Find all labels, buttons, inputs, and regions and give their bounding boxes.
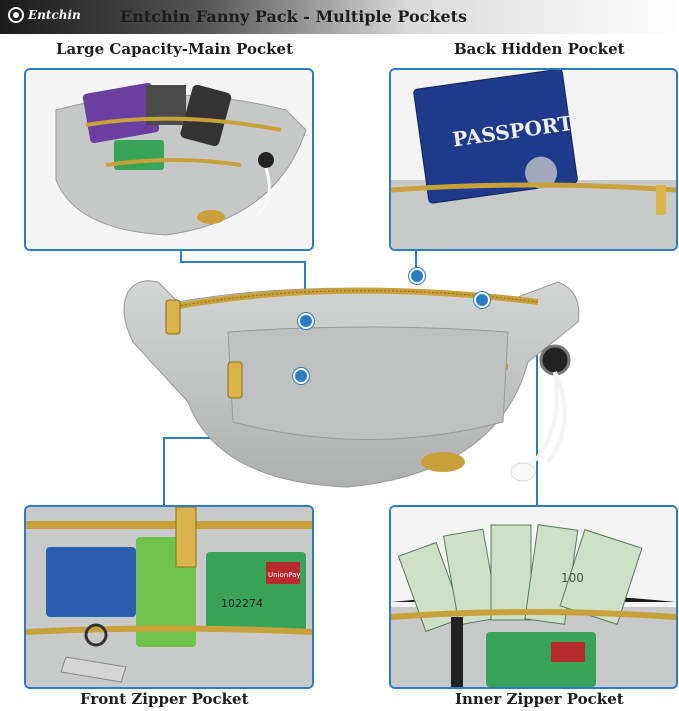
callout-dot [409,268,425,284]
label-inner-pocket: Inner Zipper Pocket [455,690,624,708]
label-front-pocket: Front Zipper Pocket [80,690,249,708]
unionpay-text: UnionPay [268,571,301,579]
connector-line [536,297,538,505]
fanny-pack-image [118,272,588,492]
connector-line [180,261,306,263]
connector-line [415,250,417,275]
logo-mark-icon [8,7,24,23]
label-back-pocket: Back Hidden Pocket [454,40,625,58]
page-title: Entchin Fanny Pack - Multiple Pockets [120,7,468,26]
card-number: 102274 [221,597,263,610]
label-main-pocket: Large Capacity-Main Pocket [56,40,294,58]
panel-back-pocket: PASSPORT [389,68,678,251]
callout-dot [298,313,314,329]
brand-logo: Entchin [8,7,81,23]
panel-main-pocket [24,68,314,251]
header-banner: Entchin Entchin Fanny Pack - Multiple Po… [0,0,679,34]
callout-dot [474,292,490,308]
brand-name: Entchin [28,8,81,22]
panel-inner-pocket: 100 [389,505,678,689]
callout-dot [293,368,309,384]
connector-line [180,247,182,263]
connector-line [163,437,165,505]
money-text: 100 [561,571,584,585]
panel-front-pocket: 102274 UnionPay [24,505,314,689]
